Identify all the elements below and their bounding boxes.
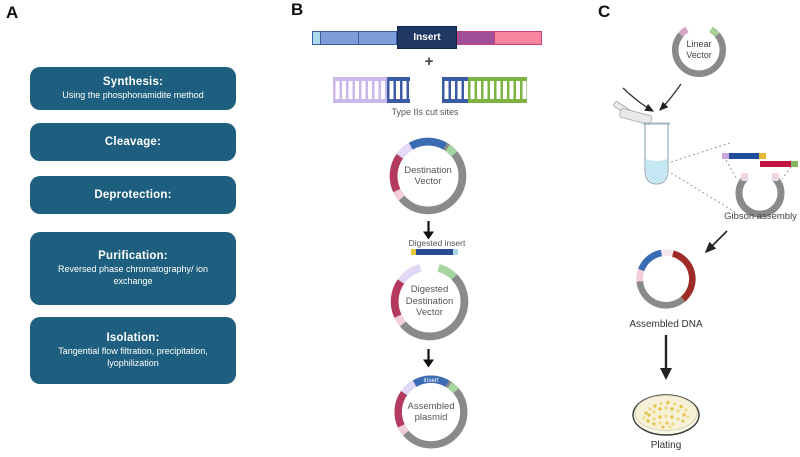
tube-cap-icon <box>619 108 653 125</box>
step-title: Deprotection: <box>94 189 172 201</box>
panel-c-label: C <box>598 2 611 21</box>
plasmid-insert-label: Insert <box>423 377 439 384</box>
plating-label: Plating <box>650 440 682 451</box>
down-arrow-icon <box>423 349 434 368</box>
ladder-section-navy <box>442 77 468 103</box>
step-title: Synthesis: <box>102 75 164 88</box>
gibson-fragments-icon <box>722 153 798 167</box>
dna-ladder-left <box>333 77 410 103</box>
step-box-deprotection: Deprotection: <box>30 176 236 214</box>
plasmid-label: Assembled plasmid <box>407 400 455 423</box>
pipette-icon <box>613 101 646 125</box>
plasmid-destination-vector: Destination Vector <box>385 133 471 219</box>
plasmid-assembled-dna <box>633 246 699 312</box>
caption-digested-insert: Digested insert <box>408 238 466 248</box>
plasmid-ring-icon <box>390 264 469 341</box>
curved-arrow-icon <box>659 83 682 111</box>
step-box-isolation: Isolation: Tangential flow filtration, p… <box>30 317 236 384</box>
plasmid-label: Digested Destination Vector <box>405 284 454 319</box>
petri-dish-icon <box>632 394 700 436</box>
colonies <box>642 400 690 429</box>
step-box-cleavage: Cleavage: <box>30 123 236 161</box>
bar-segment-lightblue <box>312 30 321 45</box>
panel-b-label: B <box>291 0 304 19</box>
ladder-section-lavender <box>333 77 387 103</box>
digested-insert-tip-yellow <box>411 249 416 255</box>
digested-insert-tip-blue <box>453 249 458 255</box>
down-arrow-icon <box>423 221 434 240</box>
plus-sign: + <box>424 53 434 70</box>
gibson-assembly-label: Gibson assembly <box>724 211 797 222</box>
step-title: Isolation: <box>106 331 160 344</box>
step-subtitle: Reversed phase chromatography/ ion excha… <box>57 263 209 286</box>
bar-segment-blue <box>359 30 397 45</box>
linear-vector-label: Linear Vector <box>686 39 712 60</box>
panel-a-label: A <box>6 3 19 22</box>
plasmid-label: Destination Vector <box>404 164 452 187</box>
plasmid-digested-destination-vector: Digested Destination Vector <box>386 258 473 345</box>
insert-box: Insert <box>397 26 457 49</box>
linear-vector-icon <box>672 26 726 77</box>
step-title: Purification: <box>98 249 168 262</box>
step-subtitle: Tangential flow filtration, precipitatio… <box>58 345 208 368</box>
linear-vector: Linear Vector <box>663 14 735 86</box>
bar-segment-purple <box>457 30 494 45</box>
dna-ladder-right <box>442 77 527 103</box>
step-title: Cleavage: <box>104 136 162 148</box>
diagonal-arrow-icon <box>704 230 728 254</box>
step-box-synthesis: Synthesis: Using the phosphonamidite met… <box>30 67 236 110</box>
construct-bar: Insert <box>312 26 542 49</box>
gibson-arc-icon <box>735 173 785 218</box>
down-arrow-icon <box>660 335 672 380</box>
step-subtitle: Using the phosphonamidite method <box>62 89 204 100</box>
bar-segment-pink <box>494 30 542 45</box>
tube-icon <box>643 122 670 185</box>
curved-arrow-icon <box>622 87 655 112</box>
plasmid-ring-icon <box>636 249 696 309</box>
assembled-dna-label: Assembled DNA <box>629 319 703 330</box>
plasmid-assembled: Insert Assembled plasmid <box>390 371 472 453</box>
step-box-purification: Purification: Reversed phase chromatogra… <box>30 232 236 305</box>
plasmid-ring-icon: Insert <box>394 375 468 449</box>
bar-segment-blue <box>321 30 359 45</box>
caption-type-iis-cut-sites: Type IIs cut sites <box>391 107 459 117</box>
digested-insert-bar <box>411 249 458 255</box>
ladder-section-navy <box>387 77 410 103</box>
plasmid-ring-icon <box>389 137 467 215</box>
dashed-connector <box>670 142 792 213</box>
ladder-section-green <box>468 77 527 103</box>
digested-insert-body <box>416 249 453 255</box>
